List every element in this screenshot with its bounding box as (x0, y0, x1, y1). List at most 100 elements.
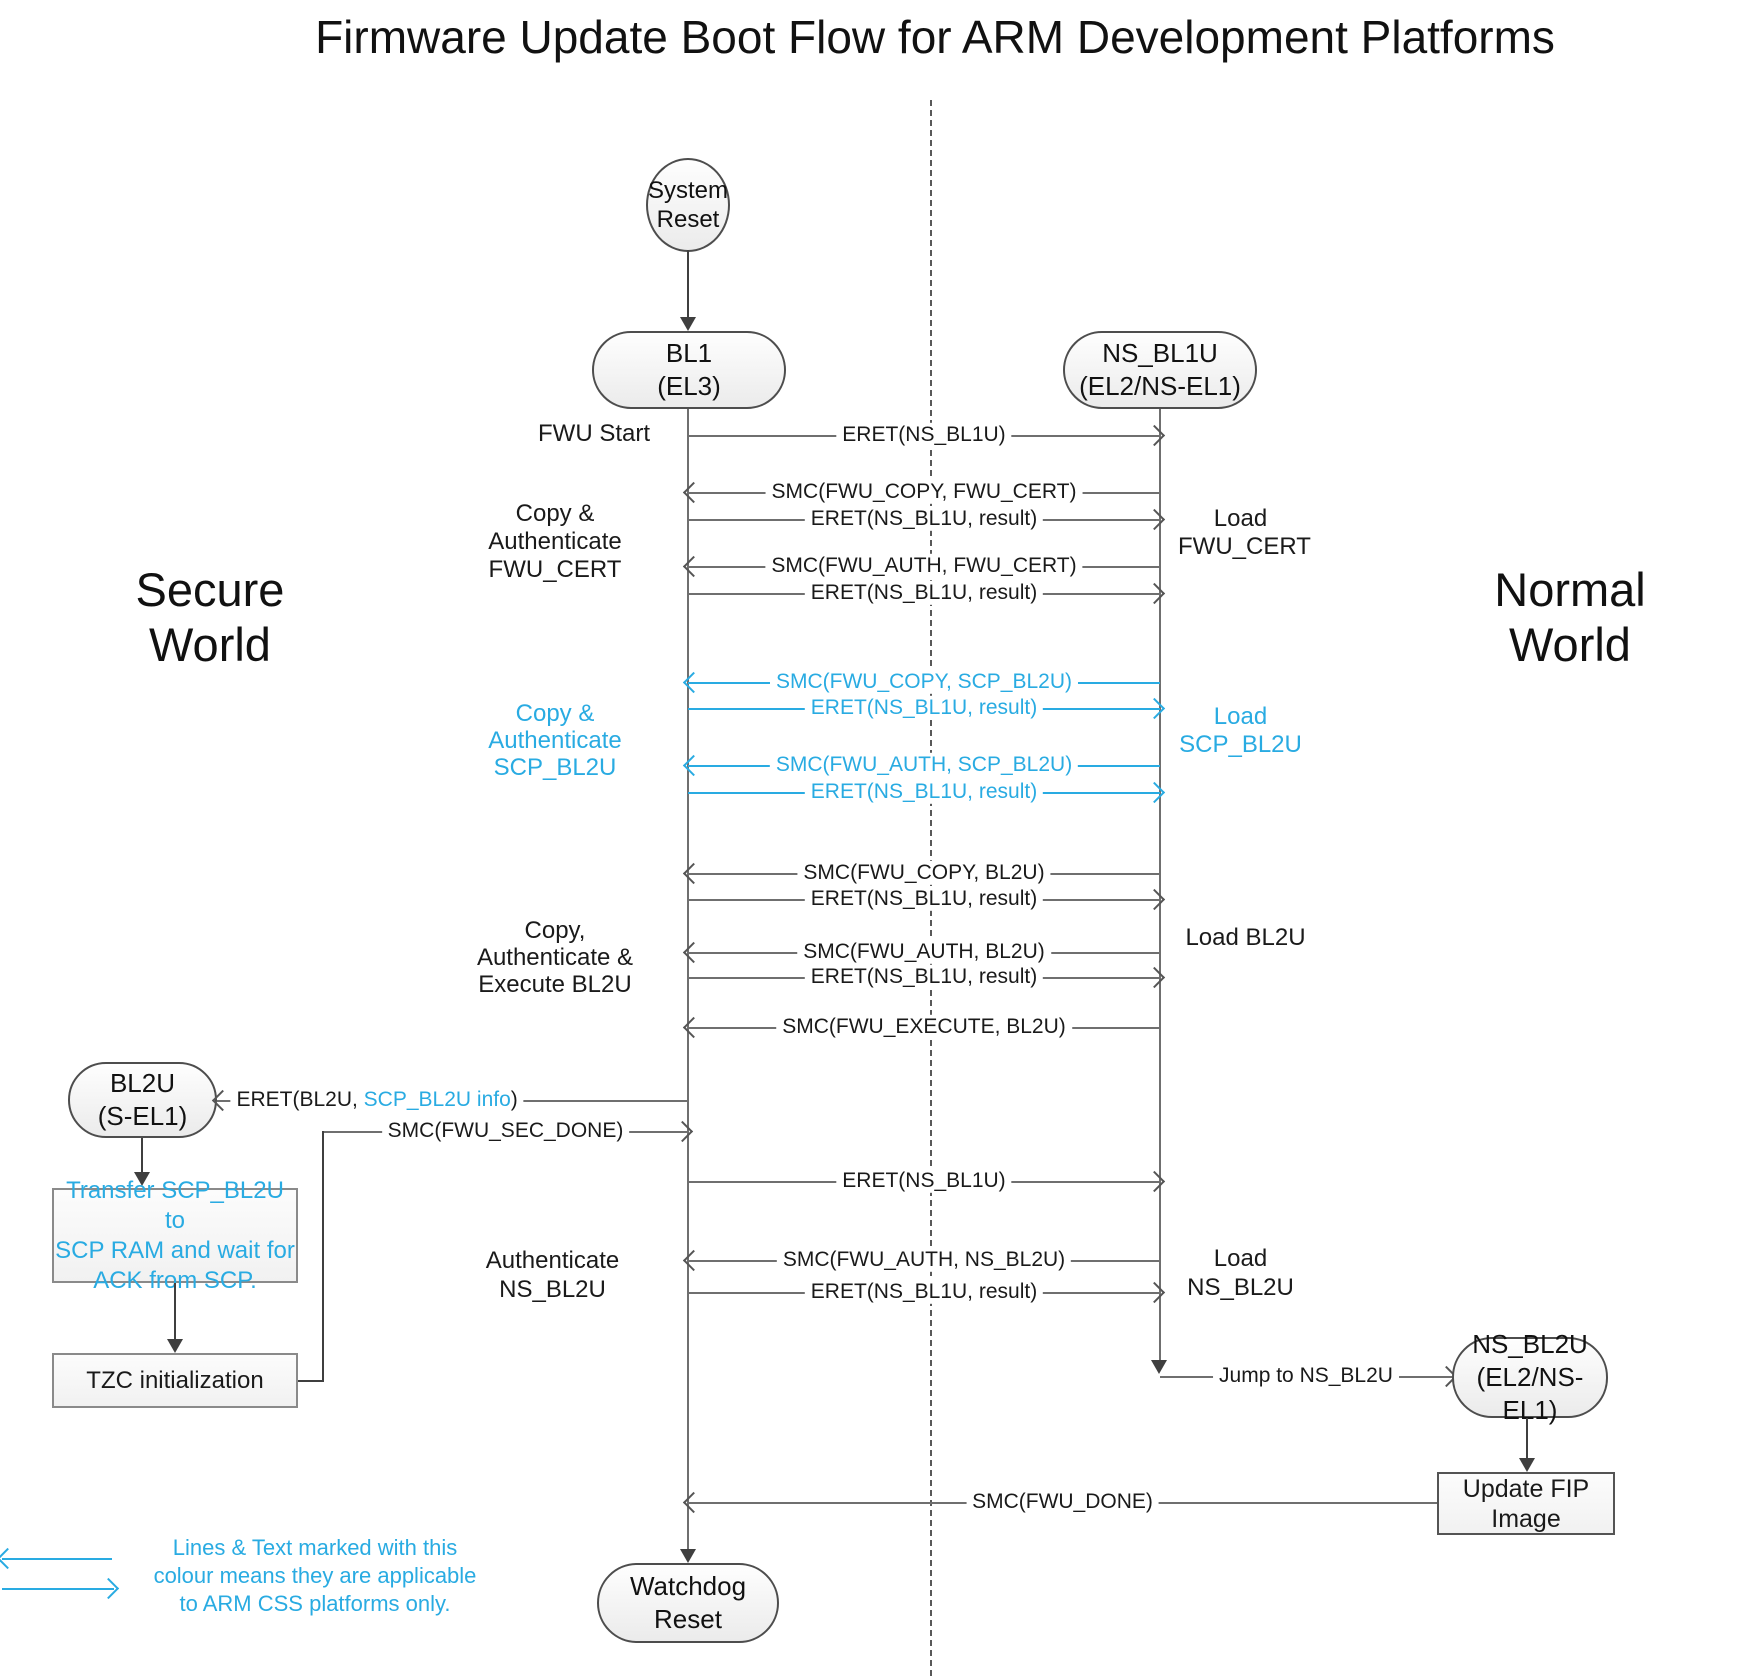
label-auth-ns-bl2u: Authenticate NS_BL2U (440, 1246, 665, 1304)
label-line: Copy & (515, 700, 595, 727)
label-load-fwu-cert: Load FWU_CERT (1178, 505, 1311, 561)
node-bl2u: BL2U (S-EL1) (68, 1062, 217, 1138)
tzc-init-box: TZC initialization (52, 1353, 298, 1408)
message-label: SMC(FWU_AUTH, NS_BL2U) (776, 1247, 1072, 1272)
arrowhead-right-icon (1143, 508, 1166, 531)
node-bl1: BL1 (EL3) (592, 331, 786, 409)
ns-bl1u-lifeline (1159, 409, 1161, 1360)
arrowhead-right-icon (671, 1120, 694, 1143)
message-label: SMC(FWU_SEC_DONE) (381, 1118, 630, 1143)
label-line: Load (1213, 703, 1268, 730)
secure-world-label: Secure World (135, 563, 285, 671)
node-watchdog-label: Watchdog Reset (629, 1571, 747, 1634)
update-fip-label: Update FIP Image (1462, 1474, 1590, 1533)
node-ns-bl2u-line2: (EL2/NS-EL1) (1476, 1362, 1584, 1425)
label-line: Authenticate (485, 1247, 620, 1274)
arrowhead-right-icon (97, 1577, 120, 1600)
page-title: Firmware Update Boot Flow for ARM Develo… (315, 11, 1555, 63)
message-label: SMC(FWU_EXECUTE, BL2U) (776, 1014, 1072, 1039)
arrowhead-right-icon (1143, 966, 1166, 989)
label-line: Load (1213, 1245, 1268, 1272)
label-line: SCP_BL2U (1179, 731, 1302, 758)
bl1-lifeline (687, 409, 689, 1549)
label-line: FWU_CERT (1178, 533, 1311, 560)
message-label: ERET(NS_BL1U, result) (804, 1279, 1044, 1304)
label-fwu-start: FWU Start (538, 420, 650, 447)
label-line: Copy & (515, 500, 595, 527)
label-line: Authenticate (488, 528, 622, 555)
label-line: Load (1213, 505, 1268, 532)
transfer-to-tzc-arrowhead-icon (167, 1339, 183, 1353)
label-line: Authenticate & (476, 944, 634, 971)
transfer-scp-line2: SCP RAM and wait for (55, 1236, 295, 1264)
message-label: ERET(NS_BL1U, result) (804, 695, 1044, 720)
arrowhead-right-icon (1143, 1170, 1166, 1193)
message-label: ERET(NS_BL1U, result) (804, 964, 1044, 989)
transfer-scp-line1: Transfer SCP_BL2U to (66, 1176, 284, 1234)
arrowhead-right-icon (1143, 888, 1166, 911)
arrowhead-right-icon (1143, 582, 1166, 605)
node-ns-bl1u: NS_BL1U (EL2/NS-EL1) (1063, 331, 1257, 409)
label-copy-auth-fwu-cert: Copy & Authenticate FWU_CERT (445, 500, 665, 584)
node-system-reset-line2: Reset (656, 206, 720, 233)
message-label: ERET(NS_BL1U, result) (804, 886, 1044, 911)
message-label: Jump to NS_BL2U (1213, 1363, 1399, 1388)
message-label: ERET(NS_BL1U, result) (804, 779, 1044, 804)
message-label: SMC(FWU_AUTH, FWU_CERT) (765, 553, 1083, 578)
label-line: Load BL2U (1185, 924, 1306, 951)
ns-bl2u-to-fip-arrowhead-icon (1519, 1458, 1535, 1472)
node-system-reset: System Reset (646, 158, 730, 252)
node-bl2u-line2: (S-EL1) (97, 1101, 188, 1131)
eret-bl2u-label-pre: ERET(BL2U, (236, 1087, 364, 1111)
message-label: SMC(FWU_DONE) (966, 1489, 1159, 1514)
node-ns-bl2u: NS_BL2U (EL2/NS-EL1) (1452, 1329, 1608, 1425)
tzc-connector-vertical (322, 1131, 324, 1381)
message-label: SMC(FWU_AUTH, BL2U) (797, 939, 1051, 964)
label-line: FWU_CERT (488, 556, 622, 583)
ns-bl1u-lifeline-arrowhead-icon (1151, 1360, 1167, 1374)
label-line: SCP_BL2U (493, 754, 617, 781)
node-ns-bl1u-line2: (EL2/NS-EL1) (1079, 371, 1241, 401)
transfer-to-tzc-line (174, 1283, 176, 1339)
message-label: ERET(NS_BL1U, result) (804, 506, 1044, 531)
eret-bl2u-label-post: ) (510, 1087, 518, 1111)
label-copy-auth-exec-bl2u: Copy, Authenticate & Execute BL2U (440, 917, 670, 998)
node-watchdog-reset: Watchdog Reset (597, 1563, 779, 1643)
node-ns-bl1u-line1: NS_BL1U (1102, 338, 1218, 368)
node-ns-bl2u-line1: NS_BL2U (1472, 1329, 1588, 1359)
label-line: NS_BL2U (499, 1276, 606, 1303)
message-label: ERET(NS_BL1U) (836, 422, 1012, 447)
eret-bl2u-label: ERET(BL2U, SCP_BL2U info) (230, 1087, 524, 1112)
message-label: ERET(NS_BL1U) (836, 1168, 1012, 1193)
arrowhead-left-icon (0, 1547, 19, 1570)
arrowhead-right-icon (1143, 424, 1166, 447)
arrowhead-right-icon (1143, 781, 1166, 804)
message-label: SMC(FWU_COPY, SCP_BL2U) (769, 669, 1079, 694)
arrowhead-right-icon (1143, 697, 1166, 720)
bl2u-to-transfer-line (141, 1138, 143, 1172)
message-label: SMC(FWU_COPY, BL2U) (797, 860, 1051, 885)
system-reset-to-bl1-line (687, 250, 689, 318)
ns-bl2u-to-fip-line (1526, 1418, 1528, 1458)
node-bl2u-line1: BL2U (109, 1068, 176, 1098)
bl2u-to-transfer-arrowhead-icon (134, 1172, 150, 1186)
normal-world-label: Normal World (1494, 563, 1646, 671)
legend-text: Lines & Text marked with this colour mea… (153, 1535, 477, 1616)
label-line: Execute BL2U (478, 971, 632, 998)
transfer-scp-box: Transfer SCP_BL2U to SCP RAM and wait fo… (52, 1177, 298, 1294)
label-copy-auth-scp-bl2u: Copy & Authenticate SCP_BL2U (445, 700, 665, 781)
label-load-ns-bl2u: Load NS_BL2U (1178, 1244, 1303, 1302)
label-load-scp-bl2u: Load SCP_BL2U (1178, 703, 1303, 759)
tzc-init-label: TZC initialization (86, 1366, 264, 1394)
legend-line (2, 1558, 112, 1560)
system-reset-to-bl1-arrowhead-icon (680, 317, 696, 331)
node-system-reset-line1: System (648, 177, 729, 204)
eret-bl2u-label-blue: SCP_BL2U info (363, 1087, 511, 1111)
update-fip-box: Update FIP Image (1437, 1472, 1615, 1535)
legend-line (2, 1588, 114, 1590)
message-label: SMC(FWU_COPY, FWU_CERT) (765, 479, 1083, 504)
label-line: NS_BL2U (1187, 1274, 1294, 1301)
message-label: SMC(FWU_AUTH, SCP_BL2U) (769, 752, 1079, 777)
node-bl1-line1: BL1 (665, 338, 713, 368)
